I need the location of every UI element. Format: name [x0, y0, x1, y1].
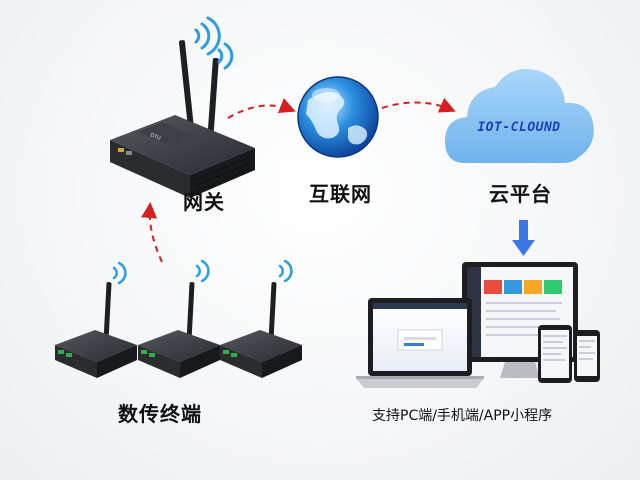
arrow-internet-to-cloud [382, 102, 452, 110]
dtu-device-icon [55, 282, 302, 378]
gateway-router-icon: DTU [110, 40, 255, 198]
cloud-platform-label: 云平台 [489, 178, 552, 207]
internet-label: 互联网 [309, 178, 372, 207]
globe-icon [298, 77, 378, 157]
clients-label: 支持PC端/手机端/APP小程序 [372, 405, 552, 425]
arrow-dtu-to-gateway [150, 206, 162, 262]
wifi-signal-icon [114, 261, 291, 283]
pc-phone-tablet-icon [356, 262, 600, 388]
cloud-icon [445, 69, 594, 163]
arrow-cloud-to-clients [512, 220, 535, 256]
arrow-gateway-to-internet [228, 106, 292, 119]
dtu-label: 数传终端 [118, 398, 202, 427]
cloud-platform-text: IOT-CLOUND [455, 120, 583, 135]
gateway-label: 网关 [183, 186, 225, 215]
